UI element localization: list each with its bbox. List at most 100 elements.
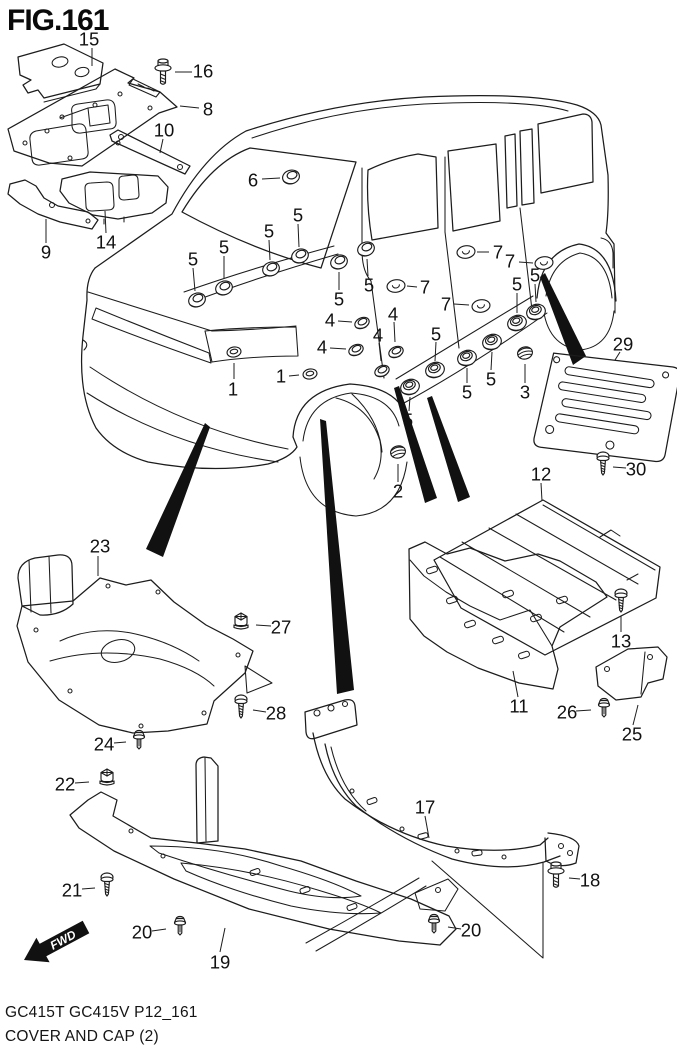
leader-line bbox=[518, 261, 534, 264]
callout-11: 11 bbox=[509, 696, 528, 717]
capsm-fastener-icon bbox=[301, 367, 319, 381]
part-29-cover-plate bbox=[533, 352, 677, 463]
callout-4: 4 bbox=[373, 325, 383, 346]
callout-5: 5 bbox=[364, 275, 374, 296]
callout-27: 27 bbox=[271, 617, 292, 638]
nut-fastener-icon bbox=[99, 768, 115, 786]
leader-line bbox=[614, 351, 621, 361]
fwd-indicator: FWD bbox=[24, 920, 90, 963]
leader-line bbox=[568, 877, 581, 880]
cap-fastener-icon bbox=[213, 278, 235, 298]
hat-fastener-icon bbox=[398, 376, 422, 398]
callout-7: 7 bbox=[441, 294, 451, 315]
callout-5: 5 bbox=[403, 410, 413, 431]
leader-line bbox=[255, 624, 272, 627]
part-19-front-under-cover bbox=[69, 756, 459, 946]
vehicle-illustration bbox=[80, 95, 617, 517]
callout-5: 5 bbox=[264, 221, 274, 242]
part-17-side-member-cover bbox=[304, 699, 580, 952]
oval-fastener-icon bbox=[372, 362, 392, 380]
screw-fastener-icon bbox=[234, 694, 248, 719]
capsm-fastener-icon bbox=[225, 345, 243, 359]
leader-line bbox=[575, 709, 592, 712]
leader-line bbox=[268, 239, 271, 261]
leader-line bbox=[288, 374, 300, 377]
callout-5: 5 bbox=[431, 324, 441, 345]
grommet-fastener-icon bbox=[385, 278, 407, 294]
leader-line bbox=[393, 321, 396, 343]
leader-line bbox=[252, 709, 267, 713]
callout-7: 7 bbox=[505, 251, 515, 272]
leader-line bbox=[219, 927, 226, 953]
footer-model-code: GC415T GC415V P12_161 bbox=[5, 1004, 198, 1021]
leader-line bbox=[378, 342, 382, 362]
callout-1: 1 bbox=[228, 379, 238, 400]
callout-25: 25 bbox=[622, 724, 643, 745]
leader-line bbox=[612, 466, 627, 469]
callout-30: 30 bbox=[626, 459, 647, 480]
part-8-dash-panel bbox=[7, 68, 178, 167]
rivet-fastener-icon bbox=[597, 697, 611, 718]
hat-fastener-icon bbox=[524, 301, 548, 323]
callout-5: 5 bbox=[188, 249, 198, 270]
leader-line bbox=[540, 482, 543, 502]
leader-line bbox=[512, 670, 519, 698]
oval-fastener-icon bbox=[346, 341, 366, 359]
leader-line bbox=[74, 781, 90, 784]
leader-line bbox=[261, 177, 281, 180]
part-10-brace bbox=[109, 129, 191, 175]
callout-10: 10 bbox=[154, 120, 175, 141]
callout-7: 7 bbox=[420, 277, 430, 298]
cap-fastener-icon bbox=[289, 246, 311, 266]
callout-12: 12 bbox=[531, 464, 552, 485]
ribbed-fastener-icon bbox=[388, 443, 408, 461]
rivet-fastener-icon bbox=[427, 913, 441, 934]
nut-fastener-icon bbox=[233, 612, 249, 630]
leader-line bbox=[434, 341, 437, 362]
pointer-arrows bbox=[146, 273, 586, 694]
callout-22: 22 bbox=[55, 774, 76, 795]
part-12-floor-silencer bbox=[433, 499, 661, 656]
leader-line bbox=[490, 351, 493, 371]
oval-fastener-icon bbox=[386, 343, 406, 361]
callout-4: 4 bbox=[317, 337, 327, 358]
grommet-fastener-icon bbox=[470, 298, 492, 314]
leader-line bbox=[453, 303, 470, 306]
callout-13: 13 bbox=[611, 631, 632, 652]
callout-24: 24 bbox=[94, 734, 115, 755]
cap-fastener-icon bbox=[260, 259, 282, 279]
cap-fastener-icon bbox=[280, 167, 302, 187]
leader-line bbox=[104, 210, 107, 234]
grommet-fastener-icon bbox=[455, 244, 477, 260]
leader-line bbox=[159, 138, 164, 154]
hat-fastener-icon bbox=[423, 359, 447, 381]
leader-line bbox=[81, 887, 96, 890]
leader-line bbox=[297, 223, 300, 248]
leader-line bbox=[534, 283, 537, 303]
guide-lines bbox=[431, 860, 544, 959]
part-9-brace bbox=[7, 179, 99, 230]
bolt-fastener-icon bbox=[154, 58, 172, 85]
callout-16: 16 bbox=[193, 61, 214, 82]
callout-20: 20 bbox=[132, 922, 153, 943]
leader-line bbox=[329, 347, 347, 350]
callout-2: 2 bbox=[393, 481, 403, 502]
callout-26: 26 bbox=[557, 702, 578, 723]
screw-fastener-icon bbox=[596, 451, 610, 476]
callout-20: 20 bbox=[461, 920, 482, 941]
screw-fastener-icon bbox=[614, 588, 628, 613]
callout-28: 28 bbox=[266, 703, 287, 724]
callout-5: 5 bbox=[512, 274, 522, 295]
leader-line bbox=[151, 928, 167, 932]
part-25-plate bbox=[595, 646, 668, 701]
callout-4: 4 bbox=[388, 304, 398, 325]
leader-line bbox=[337, 320, 353, 323]
callout-6: 6 bbox=[248, 170, 258, 191]
part-11-dash-side-panel bbox=[408, 541, 608, 690]
leader-line bbox=[632, 704, 639, 726]
callout-4: 4 bbox=[325, 310, 335, 331]
leader-line bbox=[447, 926, 462, 930]
figure-title: FIG.161 bbox=[7, 4, 109, 37]
